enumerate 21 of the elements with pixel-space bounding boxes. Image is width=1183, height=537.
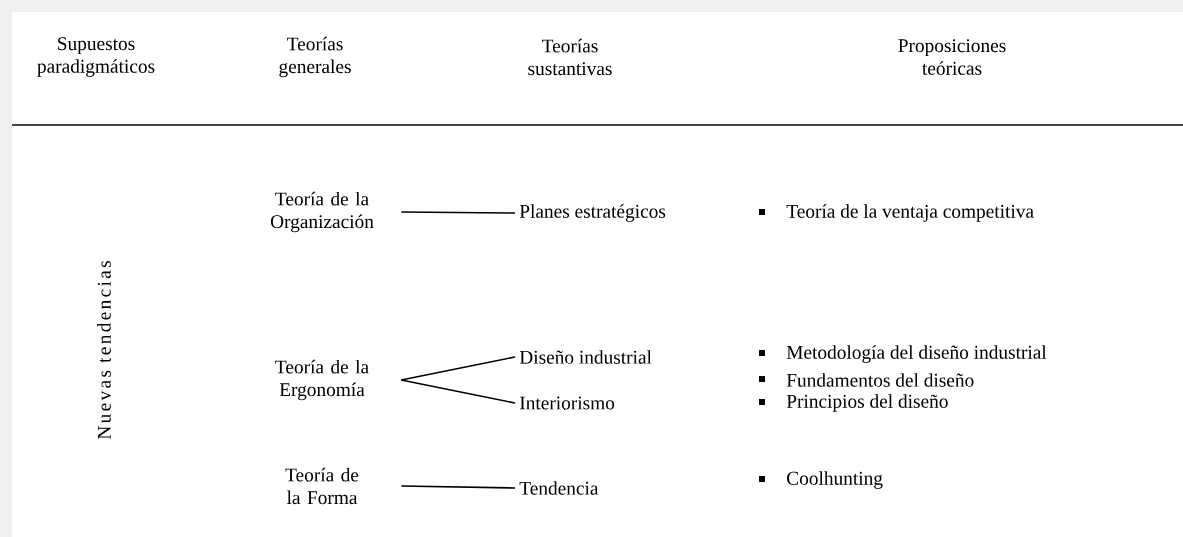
vertical-label: Nuevas tendencias bbox=[97, 261, 111, 440]
node-text: Planes estratégicos bbox=[519, 204, 666, 222]
node-text: Teoría de la Organización bbox=[270, 191, 374, 233]
list-item: Metodología del diseño industrial bbox=[759, 345, 1047, 363]
connector-line bbox=[400, 356, 516, 381]
node-text: Diseño industrial bbox=[519, 350, 652, 364]
node-text: Teoría de la Forma bbox=[285, 467, 359, 505]
node-text: Teoría de la Ergonomía bbox=[275, 359, 369, 401]
list-item: Principios del diseño bbox=[759, 394, 948, 412]
column-header: Teorías generales bbox=[279, 36, 351, 78]
connector-line bbox=[400, 485, 516, 489]
list-item: Fundamentos del diseño bbox=[759, 373, 974, 387]
column-header: Supuestos paradigmáticos bbox=[37, 37, 155, 77]
node-text: Tendencia bbox=[519, 481, 599, 495]
connector-line bbox=[400, 379, 516, 404]
connector-line bbox=[400, 211, 516, 214]
list-item: Teoría de la ventaja competitiva bbox=[759, 204, 1034, 222]
node-text: Interiorismo bbox=[519, 396, 615, 410]
list-item: Coolhunting bbox=[759, 471, 883, 489]
column-header: Teorías sustantivas bbox=[528, 38, 612, 76]
column-header: Proposiciones teóricas bbox=[898, 39, 1006, 75]
